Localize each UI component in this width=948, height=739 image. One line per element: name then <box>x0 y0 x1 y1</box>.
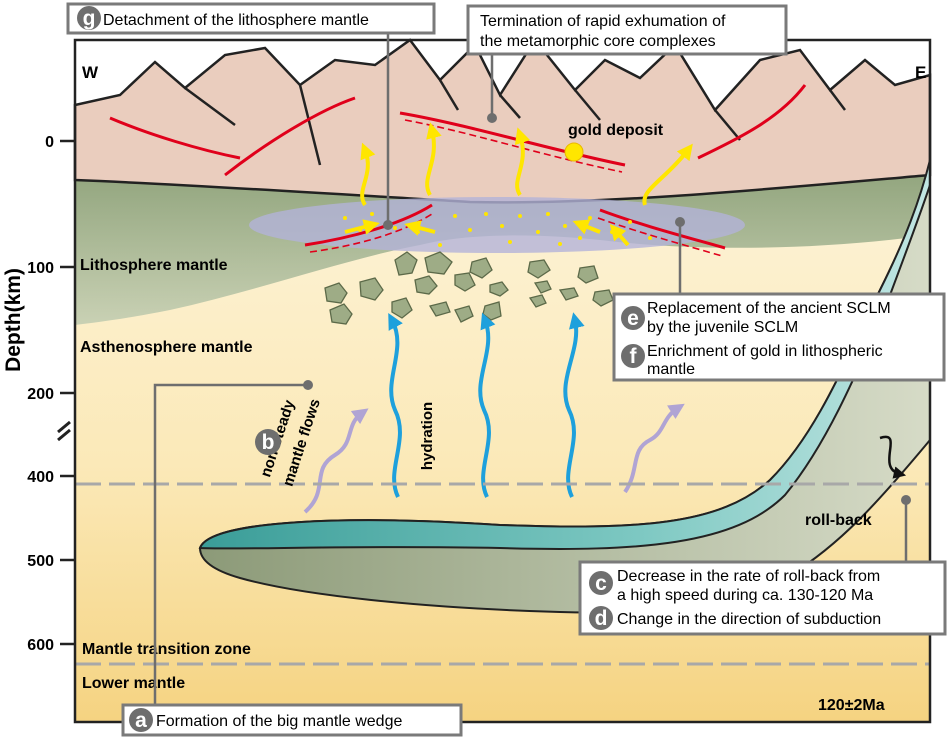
callout-cd: c Decrease in the rate of roll-back from… <box>578 560 947 636</box>
callout-g: g Detachment of the lithosphere mantle <box>66 2 436 35</box>
hydration-arrows <box>388 312 585 498</box>
svg-text:Enrichment of gold in lithosph: Enrichment of gold in lithospheric <box>647 343 883 360</box>
asthenosphere-mantle-label: Asthenosphere mantle <box>80 339 253 356</box>
tick-100: 100 <box>27 260 54 277</box>
svg-text:c: c <box>595 572 607 595</box>
svg-text:Replacement of the ancient SCL: Replacement of the ancient SCLM <box>647 300 891 317</box>
svg-text:Change in the direction of sub: Change in the direction of subduction <box>617 611 881 628</box>
mantle-fragments <box>324 251 614 325</box>
roll-back-label: roll-back <box>805 512 872 529</box>
age-label: 120±2Ma <box>818 697 885 714</box>
tick-0: 0 <box>45 134 54 151</box>
svg-text:Formation of the big mantle we: Formation of the big mantle wedge <box>156 713 402 730</box>
west-label: W <box>82 63 99 82</box>
svg-text:a high speed during ca. 130-1: a high speed during ca. 130-120 Ma <box>617 587 873 604</box>
svg-text:Decrease in the rate of roll-b: Decrease in the rate of roll-back from <box>617 568 880 585</box>
badge-b: b <box>255 429 281 455</box>
tick-400: 400 <box>27 469 54 486</box>
east-label: E <box>915 63 926 82</box>
svg-text:mantle: mantle <box>647 361 695 378</box>
lithosphere-mantle-label: Lithosphere mantle <box>80 257 228 274</box>
svg-text:Detachment of the lithosphere: Detachment of the lithosphere mantle <box>103 12 369 29</box>
transition-zone-label: Mantle transition zone <box>82 641 251 658</box>
crust-region <box>73 37 932 204</box>
svg-text:by the juvenile SCLM: by the juvenile SCLM <box>647 319 798 336</box>
svg-text:Termination of rapid exhumatio: Termination of rapid exhumation of <box>480 13 726 30</box>
gold-dots <box>343 212 652 247</box>
depth-axis-title: Depth(km) <box>2 268 25 372</box>
tick-200: 200 <box>27 386 54 403</box>
callout-termination: Termination of rapid exhumation of the m… <box>466 4 788 56</box>
roll-back-arrow <box>879 435 907 479</box>
upwelling-arrows <box>344 122 693 247</box>
callout-leaders <box>153 30 911 705</box>
mantle-flow-arrows <box>303 403 685 514</box>
mountain-lines <box>184 79 846 166</box>
tick-600: 600 <box>27 637 54 654</box>
axis-break-icon <box>57 420 71 442</box>
detachment-zone <box>249 197 745 253</box>
svg-text:b: b <box>262 431 275 454</box>
gold-deposit-marker <box>564 142 584 162</box>
depth-ticks: 0 100 200 400 500 600 <box>27 134 54 654</box>
tick-marks <box>60 139 75 646</box>
lower-mantle-label: Lower mantle <box>82 675 185 692</box>
hydration-label: hydration <box>419 402 436 470</box>
svg-text:f: f <box>630 345 638 368</box>
svg-text:e: e <box>627 307 639 330</box>
svg-text:g: g <box>83 7 96 30</box>
callout-ef: e Replacement of the ancient SCLM by the… <box>612 292 946 382</box>
gold-deposit-label: gold deposit <box>568 122 664 139</box>
svg-text:the metamorphic core complexes: the metamorphic core complexes <box>480 33 716 50</box>
svg-text:d: d <box>595 607 608 630</box>
tick-500: 500 <box>27 553 54 570</box>
callout-a: a Formation of the big mantle wedge <box>121 703 463 737</box>
svg-text:a: a <box>135 709 147 732</box>
